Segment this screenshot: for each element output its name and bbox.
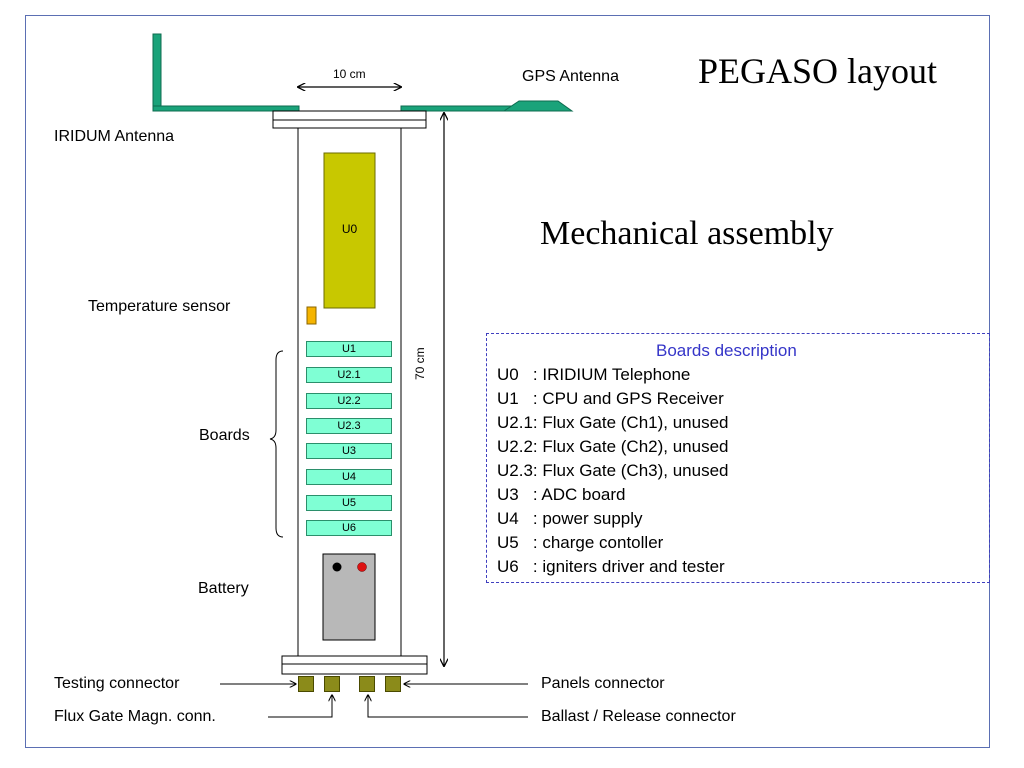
page-title: PEGASO layout bbox=[698, 51, 938, 91]
panels-connector bbox=[385, 676, 401, 692]
ballast-connector bbox=[359, 676, 375, 692]
boards-label: Boards bbox=[199, 427, 250, 444]
boards-brace bbox=[269, 350, 284, 538]
description-line: U3 : ADC board bbox=[497, 485, 626, 504]
width-dimension-label: 10 cm bbox=[333, 67, 366, 81]
description-line: U2.1: Flux Gate (Ch1), unused bbox=[497, 413, 729, 432]
testing-connector-label: Testing connector bbox=[54, 675, 180, 692]
panels-connector-label: Panels connector bbox=[541, 675, 665, 692]
testing-connector bbox=[298, 676, 314, 692]
boards-description-box bbox=[486, 333, 990, 583]
temperature-sensor bbox=[306, 306, 317, 325]
height-dimension-label: 70 cm bbox=[413, 347, 427, 380]
board-u5: U5 bbox=[306, 495, 392, 511]
page-subtitle: Mechanical assembly bbox=[540, 215, 834, 252]
gps-antenna-bar bbox=[400, 105, 522, 112]
board-u4: U4 bbox=[306, 469, 392, 485]
battery-negative-terminal bbox=[332, 562, 342, 572]
description-line: U2.3: Flux Gate (Ch3), unused bbox=[497, 461, 729, 480]
description-line: U4 : power supply bbox=[497, 509, 643, 528]
gps-antenna-patch bbox=[502, 100, 574, 112]
board-u2-2: U2.2 bbox=[306, 393, 392, 409]
gps-antenna-label: GPS Antenna bbox=[522, 68, 619, 85]
flux-gate-connector-arrow bbox=[268, 695, 332, 718]
description-line: U2.2: Flux Gate (Ch2), unused bbox=[497, 437, 729, 456]
u0-module bbox=[323, 152, 376, 309]
flux-gate-connector bbox=[324, 676, 340, 692]
description-line: U5 : charge contoller bbox=[497, 533, 664, 552]
description-line: U0 : IRIDIUM Telephone bbox=[497, 365, 691, 384]
temperature-sensor-label: Temperature sensor bbox=[88, 298, 231, 315]
u0-label: U0 bbox=[341, 222, 358, 236]
ballast-connector-arrow bbox=[368, 695, 528, 718]
bottom-cap bbox=[281, 655, 428, 675]
description-line: U1 : CPU and GPS Receiver bbox=[497, 389, 724, 408]
ballast-connector-label: Ballast / Release connector bbox=[541, 708, 736, 725]
iridium-antenna-label: IRIDUM Antenna bbox=[54, 128, 175, 145]
boards-description-title: Boards description bbox=[656, 341, 797, 360]
description-line: U6 : igniters driver and tester bbox=[497, 557, 725, 576]
iridium-antenna-mast bbox=[152, 33, 162, 111]
board-u1: U1 bbox=[306, 341, 392, 357]
flux-gate-connector-label: Flux Gate Magn. conn. bbox=[54, 708, 216, 725]
battery bbox=[322, 553, 376, 641]
board-u2-1: U2.1 bbox=[306, 367, 392, 383]
iridium-antenna-base bbox=[152, 105, 300, 112]
board-u2-3: U2.3 bbox=[306, 418, 392, 434]
battery-positive-terminal bbox=[357, 562, 367, 572]
board-u6: U6 bbox=[306, 520, 392, 536]
battery-label: Battery bbox=[198, 580, 249, 597]
board-u3: U3 bbox=[306, 443, 392, 459]
